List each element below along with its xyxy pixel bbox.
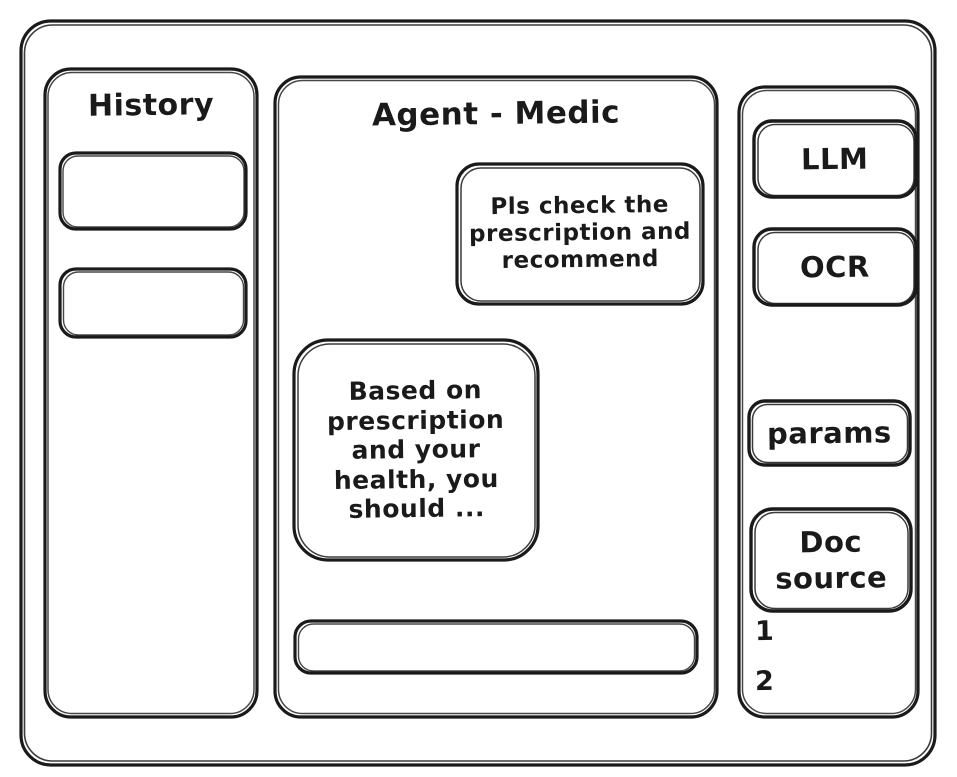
tool-button-ocr-label: OCR xyxy=(799,249,871,285)
message-input[interactable] xyxy=(292,618,700,676)
tool-button-ocr[interactable]: OCR xyxy=(751,226,919,308)
chat-bubble-user: Pls check the prescription and recommend xyxy=(453,160,707,308)
chat-bubble-assistant-text: Based on prescription and your health, y… xyxy=(326,375,505,525)
agent-title: Agent - Medic xyxy=(371,94,621,134)
tool-button-params-label: params xyxy=(766,415,893,451)
doc-source-item[interactable]: 1 xyxy=(754,615,775,648)
history-title: History xyxy=(87,87,215,124)
tool-button-llm[interactable]: LLM xyxy=(751,118,919,200)
chat-bubble-user-text: Pls check the prescription and recommend xyxy=(468,192,692,275)
tool-button-llm-label: LLM xyxy=(801,141,869,177)
chat-bubble-assistant: Based on prescription and your health, y… xyxy=(290,336,542,564)
history-list-item[interactable] xyxy=(57,150,249,232)
tool-button-params[interactable]: params xyxy=(746,398,913,468)
history-list-item[interactable] xyxy=(57,266,249,340)
doc-source-item[interactable]: 2 xyxy=(754,665,775,698)
tool-button-doc-source-label: Doc source xyxy=(775,524,888,596)
tool-button-doc-source[interactable]: Doc source xyxy=(748,506,914,614)
